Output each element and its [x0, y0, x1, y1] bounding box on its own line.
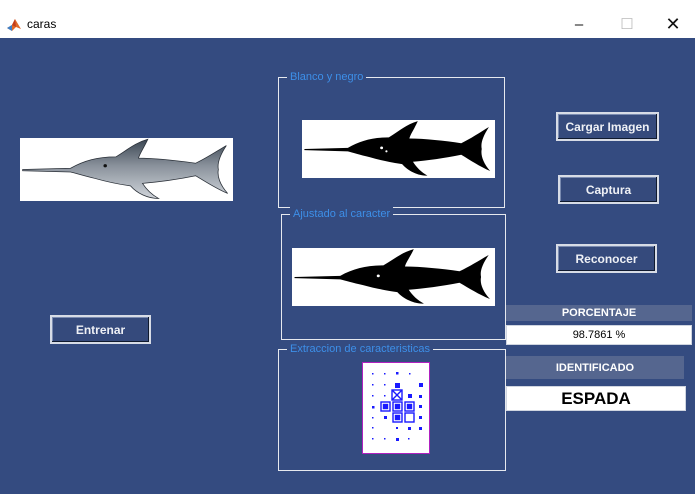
window-title: caras	[27, 17, 57, 31]
panel-adjusted: Ajustado al caracter	[281, 207, 506, 340]
adjusted-swordfish-image	[294, 249, 490, 304]
recognize-button[interactable]: Reconocer	[556, 244, 657, 273]
adjusted-image	[292, 248, 495, 306]
train-button[interactable]: Entrenar	[50, 315, 151, 344]
identified-label: IDENTIFICADO	[506, 356, 684, 379]
panel-adjusted-title: Ajustado al caracter	[290, 207, 394, 221]
minimize-button[interactable]: –	[556, 10, 602, 38]
title-bar: caras – ☐ ✕	[0, 10, 695, 38]
minimize-icon: –	[574, 15, 584, 33]
percentage-label: PORCENTAJE	[506, 305, 692, 321]
panel-feature-extraction-title: Extraccion de caracteristicas	[287, 342, 433, 356]
panel-black-white-title: Blanco y negro	[287, 70, 367, 84]
maximize-button[interactable]: ☐	[604, 10, 650, 38]
swordfish-image	[21, 138, 229, 200]
maximize-icon: ☐	[620, 16, 634, 33]
capture-button[interactable]: Captura	[558, 175, 659, 204]
identified-value: ESPADA	[506, 386, 686, 411]
panel-feature-extraction: Extraccion de caracteristicas	[278, 342, 506, 471]
bw-swordfish-image	[304, 121, 491, 176]
figure-canvas: Blanco y negro Ajustado al caracter E	[0, 38, 695, 494]
bw-image	[302, 120, 495, 178]
feature-marks	[372, 372, 423, 441]
feature-grid	[362, 362, 430, 454]
load-image-button[interactable]: Cargar Imagen	[556, 112, 659, 141]
original-image	[20, 138, 233, 201]
percentage-value: 98.7861 %	[506, 325, 692, 345]
panel-black-white: Blanco y negro	[278, 70, 505, 208]
close-button[interactable]: ✕	[650, 10, 695, 38]
matlab-icon	[6, 17, 22, 33]
close-icon: ✕	[665, 13, 681, 34]
